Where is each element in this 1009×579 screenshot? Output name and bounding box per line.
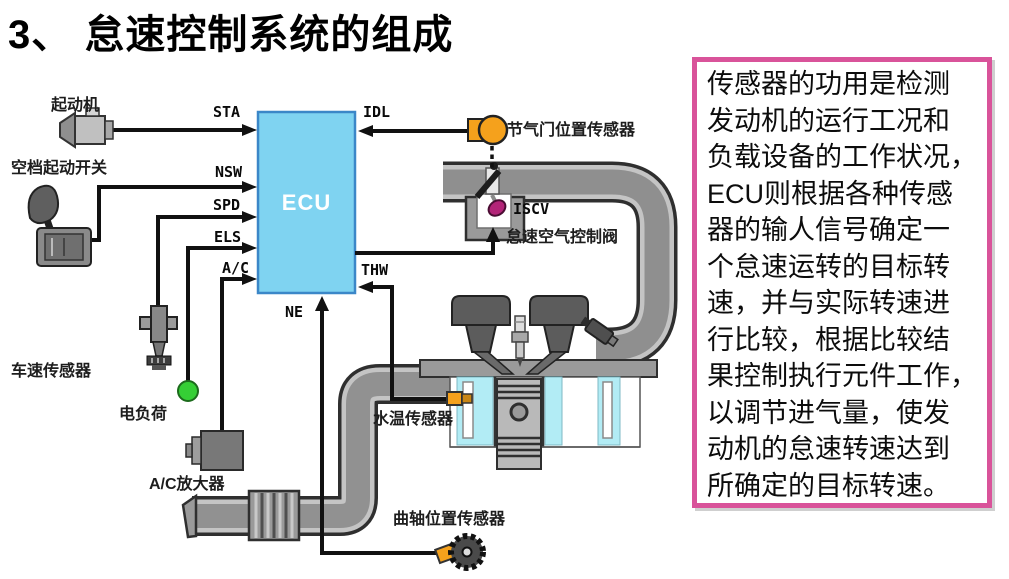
ac-amplifier-icon xyxy=(185,430,244,471)
label-vehicle-speed-sensor: 车速传感器 xyxy=(11,363,92,380)
spark-plug xyxy=(511,315,529,367)
explanation-line: 果控制执行元件工作， xyxy=(707,361,977,391)
signal-wires xyxy=(84,128,495,555)
explanation-line: 个怠速运转的目标转 xyxy=(707,251,950,282)
explanation-line: 行比较，根据比较结 xyxy=(707,324,950,355)
pin-label-sta: STA xyxy=(213,103,241,121)
speed-sensor-icon xyxy=(139,305,178,370)
iscv-valve-head xyxy=(487,199,507,217)
intake-manifold-pipe xyxy=(443,161,678,369)
wire-thw xyxy=(370,285,450,401)
label-starter: 起动机 xyxy=(51,97,100,114)
water-temp-sensor-icon xyxy=(446,391,473,406)
ecu-box xyxy=(256,110,357,295)
explanation-line: 传感器的功用是检测 xyxy=(707,69,950,99)
air-intake-duct xyxy=(181,364,455,542)
label-water-temp-sensor: 水温传感器 xyxy=(373,411,454,428)
diagram-canvas xyxy=(27,107,678,571)
label-electric-load: 电负荷 xyxy=(119,406,168,423)
wire-iscv-out xyxy=(355,241,495,255)
iscv-valve xyxy=(464,162,526,242)
ecu-label: ECU xyxy=(281,189,332,215)
label-ac-amplifier: A/C放大器 xyxy=(149,476,225,493)
piston xyxy=(496,378,542,470)
explanation-line: 发动机的运行工况和 xyxy=(707,105,950,136)
engine-block xyxy=(419,295,658,470)
pin-label-els: ELS xyxy=(214,228,242,246)
explanation-line: 速，并与实际转速进 xyxy=(707,288,950,318)
wire-els xyxy=(186,246,245,383)
explanation-line: 以调节进气量，使发 xyxy=(707,397,950,428)
label-neutral-start-switch: 空档起动开关 xyxy=(11,160,108,177)
explanation-line: 动机的怠速转速达到 xyxy=(707,434,950,464)
label-crankshaft-position-sensor: 曲轴位置传感器 xyxy=(393,511,506,528)
label-iscv: ISCV xyxy=(513,200,550,218)
fuel-injector xyxy=(580,316,619,348)
explanation-box: 传感器的功用是检测 发动机的运行工况和 负载设备的工作状况， ECU则根据各种传… xyxy=(692,57,992,508)
wire-ne xyxy=(320,308,440,555)
page-title: 3、 怠速控制系统的组成 xyxy=(8,13,454,57)
arrowheads xyxy=(242,124,500,311)
pin-label-ac: A/C xyxy=(222,259,250,277)
explanation-line: 负载设备的工作状况， xyxy=(707,142,977,172)
shift-lever-icon xyxy=(27,184,92,267)
duct-end-cap xyxy=(181,493,198,539)
electric-load-icon xyxy=(177,380,199,402)
wire-spd xyxy=(156,215,245,312)
pin-label-idl: IDL xyxy=(363,103,391,121)
explanation-line: ECU则根据各种传感 xyxy=(707,178,954,209)
label-throttle-position-sensor: 节气门位置传感器 xyxy=(507,122,636,139)
throttle-position-sensor-icon xyxy=(467,114,509,146)
label-idle-air-control-valve: 怠速空气控制阀 xyxy=(506,229,619,246)
starter-motor-icon xyxy=(59,107,114,149)
explanation-line: 器的输人信号确定一 xyxy=(707,215,950,245)
pin-label-thw: THW xyxy=(361,261,389,279)
wire-ac xyxy=(220,277,245,433)
duct-bellows xyxy=(247,489,301,542)
explanation-line: 所确定的目标转速。 xyxy=(707,470,950,501)
crank-sensor-icon xyxy=(433,533,486,571)
pin-label-nsw: NSW xyxy=(215,163,243,181)
pin-label-ne: NE xyxy=(285,303,304,321)
pin-label-spd: SPD xyxy=(213,196,241,214)
intake-trumpets xyxy=(451,295,589,375)
